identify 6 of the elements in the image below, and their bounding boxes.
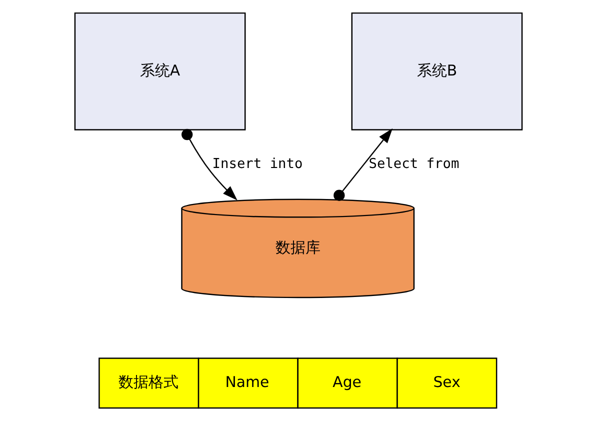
label: Age (332, 372, 362, 391)
edge-label: Select from (368, 156, 460, 172)
edge-label: Insert into (212, 156, 303, 172)
label: Name (225, 372, 270, 391)
label: Sex (433, 372, 460, 391)
label: 数据格式 (118, 372, 178, 391)
